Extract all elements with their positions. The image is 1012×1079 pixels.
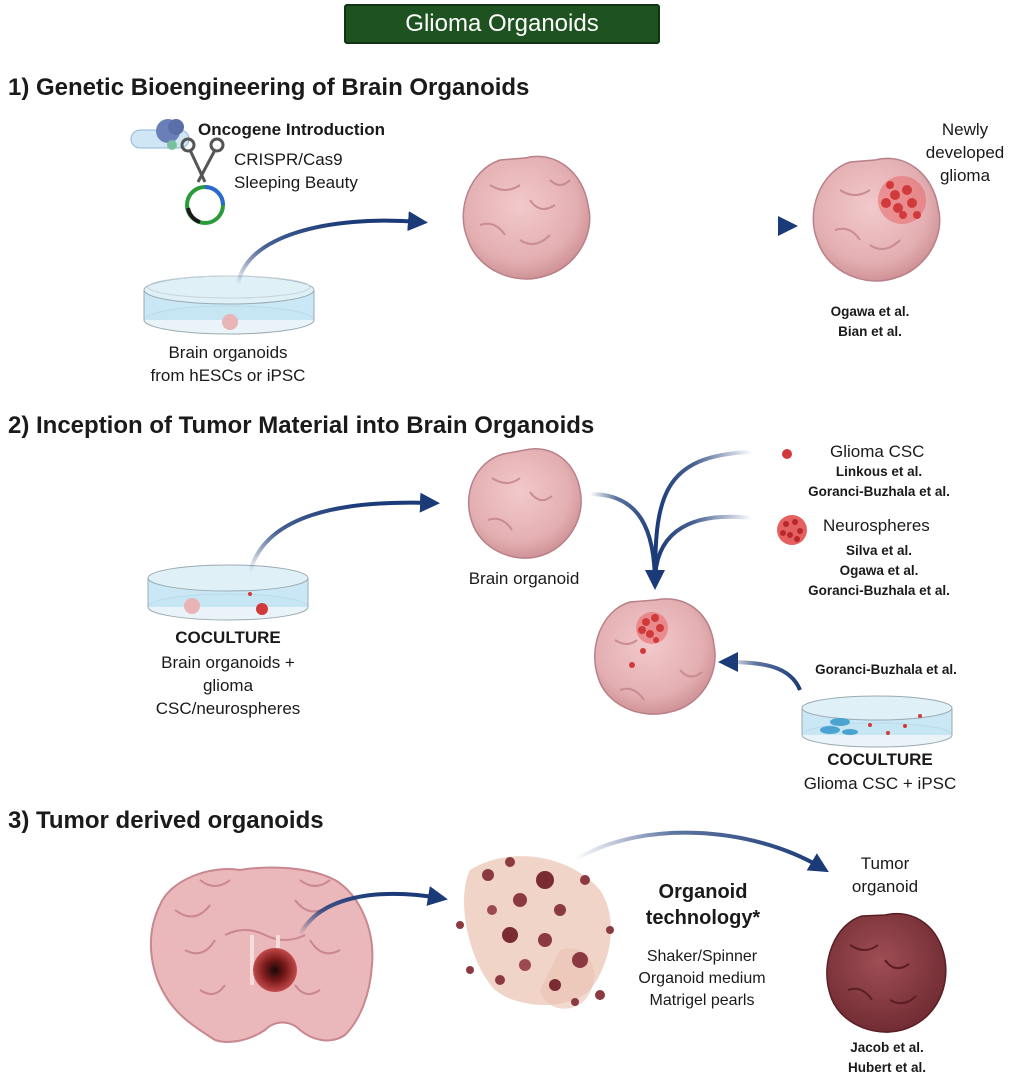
coculture-right-ref: Goranci-Buzhala et al.: [815, 662, 957, 677]
section1-refs: Ogawa et al. Bian et al.: [830, 304, 910, 339]
neurospheres-label: Neurospheres: [823, 516, 930, 535]
tumor-pieces: [456, 856, 614, 1009]
glioma-csc-icon: [782, 449, 792, 459]
glioma-csc-refs: Linkous et al. Goranci-Buzhala et al.: [808, 464, 950, 499]
arrow-pieces-to-tumor-organoid: [573, 830, 829, 873]
arrow-organoid-to-merged: [589, 492, 657, 586]
tumor-organoid: [826, 912, 947, 1033]
glioma-organoid: [812, 157, 941, 282]
dish-caption: Brain organoids from hESCs or iPSC: [150, 343, 306, 385]
oncogene-heading: Oncogene Introduction: [198, 120, 385, 139]
neurospheres-refs: Silva et al. Ogawa et al. Goranci-Buzhal…: [808, 543, 950, 598]
arrow-dish-to-organoid: [236, 211, 428, 286]
petri-dish-brain-organoids: [143, 275, 315, 335]
brain-cross-section: [149, 866, 374, 1043]
arrow-brain-to-tumor-pieces: [298, 886, 448, 936]
tumor-organoid-label: Tumor organoid: [851, 854, 919, 896]
petri-dish-coculture-left: [147, 564, 309, 621]
arrow-csc-to-merged: [653, 450, 753, 586]
oncogene-illustration: [130, 119, 225, 225]
neurosphere-icon: [777, 515, 807, 545]
section-heading-3: 3) Tumor derived organoids: [8, 807, 324, 834]
coculture-right-text: Glioma CSC + iPSC: [803, 774, 957, 793]
section-heading-2: 2) Inception of Tumor Material into Brai…: [8, 412, 595, 439]
oncogene-methods: CRISPR/Cas9 Sleeping Beauty: [234, 150, 358, 192]
brain-organoid-2: [467, 448, 582, 559]
organoid-technology-heading: Organoid technology*: [645, 881, 761, 929]
merged-organoid: [594, 598, 716, 715]
brain-tumor: [253, 948, 297, 992]
section3-refs: Jacob et al. Hubert et al.: [847, 1040, 926, 1075]
arrow-coculture-to-organoid: [248, 492, 440, 573]
section-heading-1: 1) Genetic Bioengineering of Brain Organ…: [8, 74, 530, 101]
coculture-left-heading: COCULTURE: [175, 628, 281, 647]
scissors-icon: [180, 137, 225, 183]
glioma-csc-label: Glioma CSC: [830, 442, 925, 461]
coculture-left-text: Brain organoids + glioma CSC/neurosphere…: [155, 653, 301, 718]
coculture-right-heading: COCULTURE: [827, 750, 933, 769]
brain-organoid-label: Brain organoid: [468, 569, 580, 588]
arrow-neurospheres-to-merged: [645, 514, 753, 590]
brain-organoid-1: [462, 155, 591, 280]
glioma-result-label: Newly developed glioma: [925, 120, 1005, 185]
petri-dish-coculture-right: [801, 695, 953, 748]
page-title: Glioma Organoids: [344, 4, 660, 44]
organoid-technology-list: Shaker/Spinner Organoid medium Matrigel …: [638, 948, 766, 1009]
arrow-coculture-right-to-merged: [718, 652, 802, 691]
